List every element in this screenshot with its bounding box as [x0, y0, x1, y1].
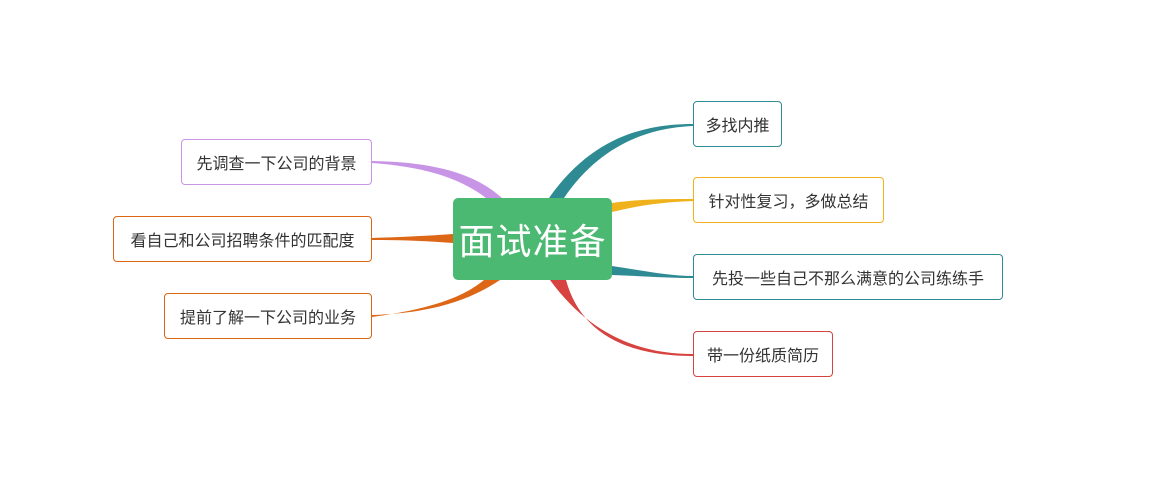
connector-l1 — [372, 161, 502, 198]
connector-l2 — [372, 234, 453, 243]
connector-r2 — [612, 199, 693, 212]
topic-company-business[interactable]: 提前了解一下公司的业务 — [164, 293, 372, 339]
topic-more-referrals[interactable]: 多找内推 — [693, 101, 782, 147]
topic-company-background[interactable]: 先调查一下公司的背景 — [181, 139, 372, 185]
topic-targeted-review[interactable]: 针对性复习，多做总结 — [693, 177, 884, 223]
connector-r1 — [549, 124, 693, 198]
topic-requirement-match[interactable]: 看自己和公司招聘条件的匹配度 — [113, 216, 372, 262]
connector-l3 — [372, 280, 500, 317]
connector-r3 — [612, 266, 693, 278]
topic-paper-resume[interactable]: 带一份纸质简历 — [693, 331, 833, 377]
connector-r4 — [550, 280, 693, 356]
central-topic[interactable]: 面试准备 — [453, 198, 612, 280]
topic-practice-applications[interactable]: 先投一些自己不那么满意的公司练练手 — [693, 254, 1003, 300]
